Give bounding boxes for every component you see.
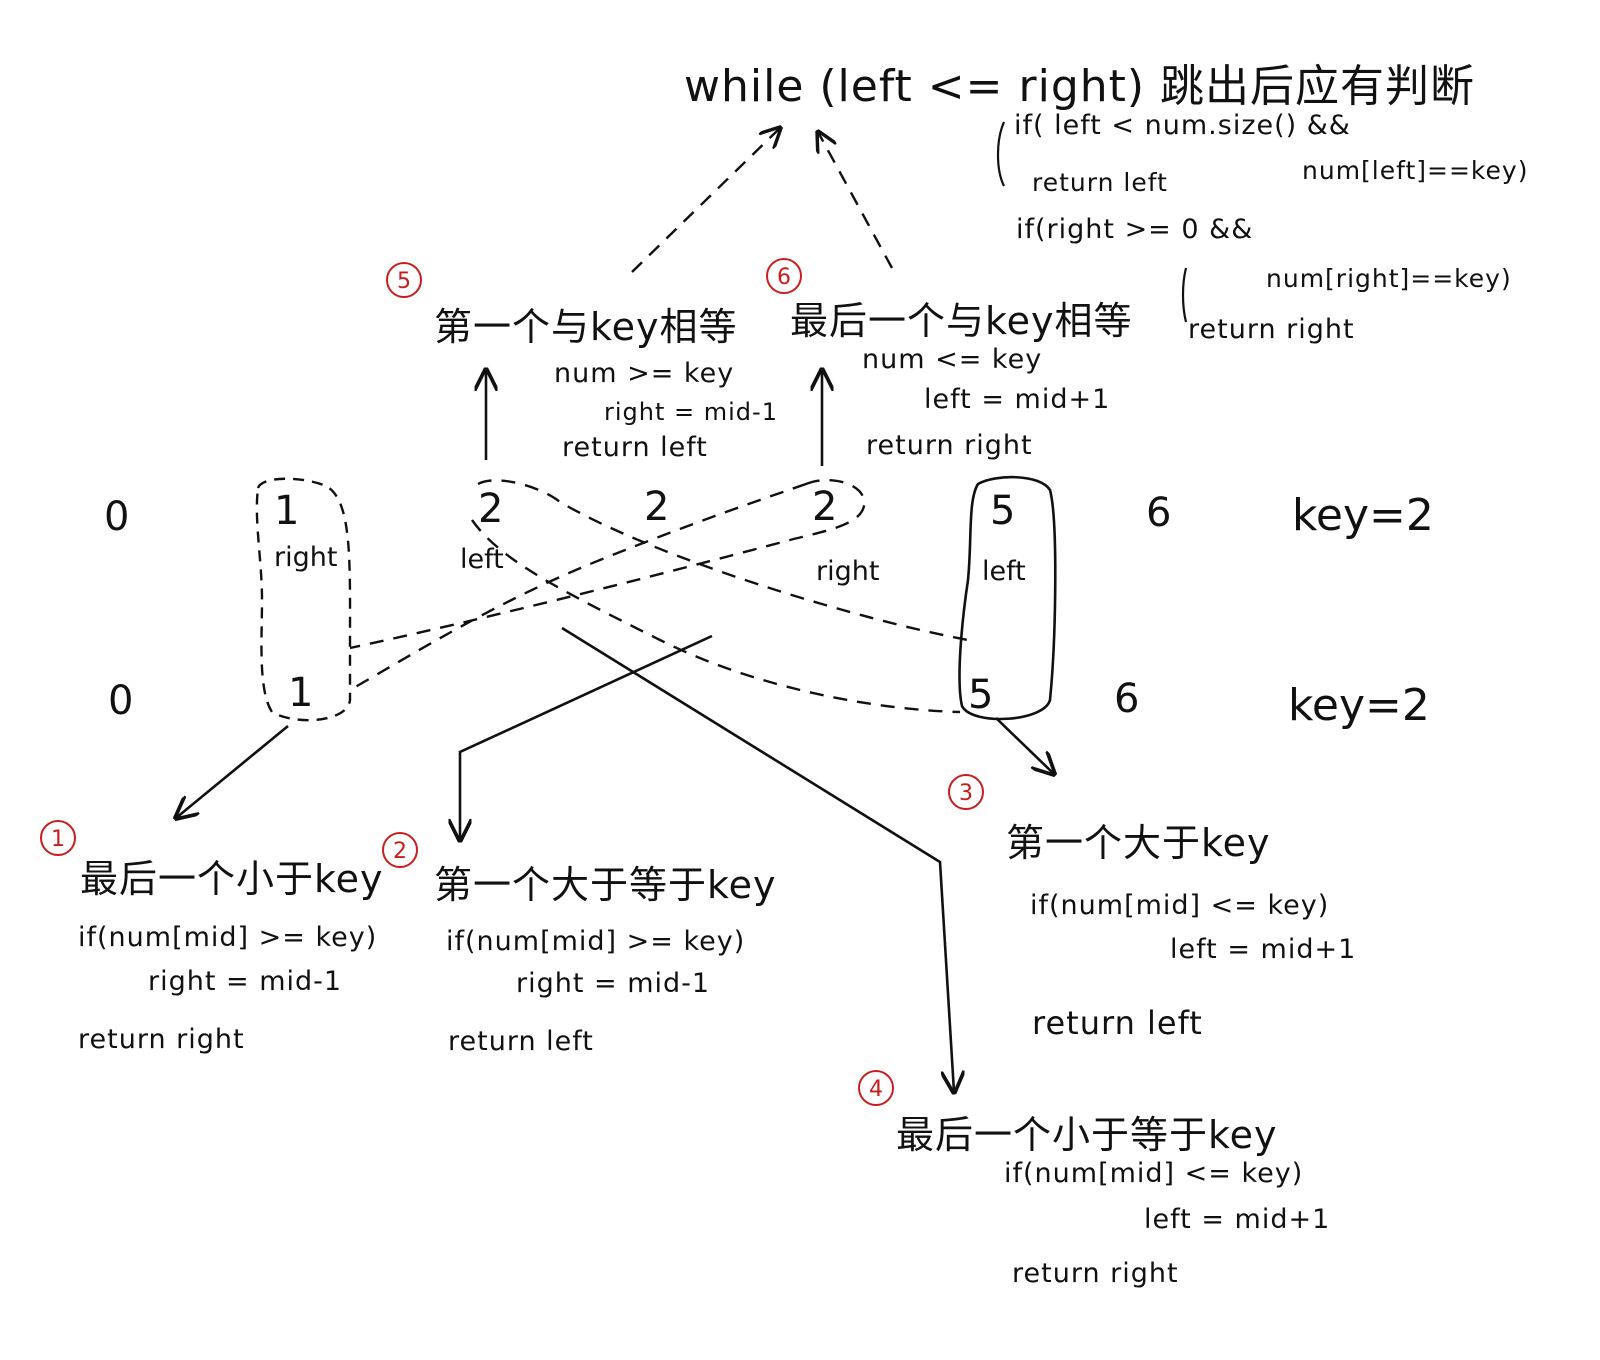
- case1-line1: if(num[mid] >= key): [78, 922, 378, 953]
- case6-line3: return right: [866, 430, 1033, 461]
- arrow-to-case3: [995, 717, 1054, 774]
- top-right2-pointer: right: [816, 556, 880, 587]
- bottom-value-0: 0: [108, 678, 134, 724]
- case4-line3: return right: [1012, 1258, 1179, 1289]
- while-condition-title: while (left <= right) 跳出后应有判断: [684, 61, 1476, 112]
- bracket-check2: [1181, 267, 1188, 323]
- band-right2-to-one: [349, 478, 866, 692]
- case4-badge: 4: [858, 1070, 894, 1106]
- arrow-to-case1: [176, 724, 289, 818]
- case5-badge: 5: [386, 262, 422, 298]
- top-left-pointer: left: [460, 544, 504, 575]
- case3-line3: return left: [1032, 1004, 1203, 1042]
- case2-title: 第一个大于等于key: [434, 863, 777, 907]
- band-left2-to-five: [471, 479, 969, 714]
- case6-badge: 6: [766, 258, 802, 294]
- case1-line2: right = mid-1: [148, 966, 343, 997]
- top-value-0: 0: [104, 494, 130, 540]
- bottom-key: key=2: [1288, 680, 1430, 731]
- case1-line3: return right: [78, 1024, 245, 1055]
- check2-return: return right: [1188, 314, 1355, 345]
- case6-line2: left = mid+1: [924, 384, 1111, 415]
- case1-title: 最后一个小于key: [80, 857, 384, 901]
- case5-title: 第一个与key相等: [434, 305, 738, 349]
- top-value-4: 2: [812, 484, 838, 530]
- top-value-5: 5: [990, 488, 1016, 534]
- loop-around-one: [255, 477, 352, 722]
- case3-title: 第一个大于key: [1006, 821, 1271, 865]
- bracket-check1: [996, 121, 1006, 187]
- bottom-value-5: 5: [968, 672, 994, 718]
- case2-line2: right = mid-1: [516, 968, 711, 999]
- top-left2-pointer: left: [982, 556, 1026, 587]
- top-value-3: 2: [644, 484, 670, 530]
- case5-line3: return left: [562, 432, 708, 463]
- case6-line1: num <= key: [862, 344, 1043, 375]
- check1-if: if( left < num.size() &&: [1014, 110, 1351, 141]
- case2-line3: return left: [448, 1026, 594, 1057]
- case4-line1: if(num[mid] <= key): [1004, 1158, 1304, 1189]
- top-value-6: 6: [1146, 490, 1172, 536]
- case5-line2: right = mid-1: [604, 398, 778, 426]
- check1-return: return left: [1032, 168, 1168, 197]
- case6-title: 最后一个与key相等: [790, 299, 1133, 343]
- top-value-2: 2: [478, 486, 504, 532]
- dashed-arrow-case5-to-condition: [631, 128, 780, 273]
- case4-line2: left = mid+1: [1144, 1204, 1331, 1235]
- case5-line1: num >= key: [554, 358, 735, 389]
- case3-line2: left = mid+1: [1170, 934, 1357, 965]
- case1-badge: 1: [40, 820, 76, 856]
- case4-title: 最后一个小于等于key: [896, 1113, 1278, 1157]
- case3-line1: if(num[mid] <= key): [1030, 890, 1330, 921]
- check2-if: if(right >= 0 &&: [1016, 214, 1254, 245]
- bottom-value-1: 1: [288, 670, 314, 716]
- loop-around-five: [958, 475, 1057, 721]
- arrow-to-case4: [561, 626, 954, 1092]
- check1-cond: num[left]==key): [1302, 156, 1529, 185]
- bottom-value-6: 6: [1114, 676, 1140, 722]
- case2-badge: 2: [382, 832, 418, 868]
- top-value-1: 1: [274, 488, 300, 534]
- arrow-to-case2: [460, 634, 713, 840]
- case3-badge: 3: [948, 774, 984, 810]
- case2-line1: if(num[mid] >= key): [446, 926, 746, 957]
- dashed-arrow-case6-to-condition: [818, 132, 894, 269]
- top-right-pointer: right: [274, 542, 338, 573]
- check2-cond: num[right]==key): [1266, 264, 1512, 293]
- top-key: key=2: [1292, 490, 1434, 541]
